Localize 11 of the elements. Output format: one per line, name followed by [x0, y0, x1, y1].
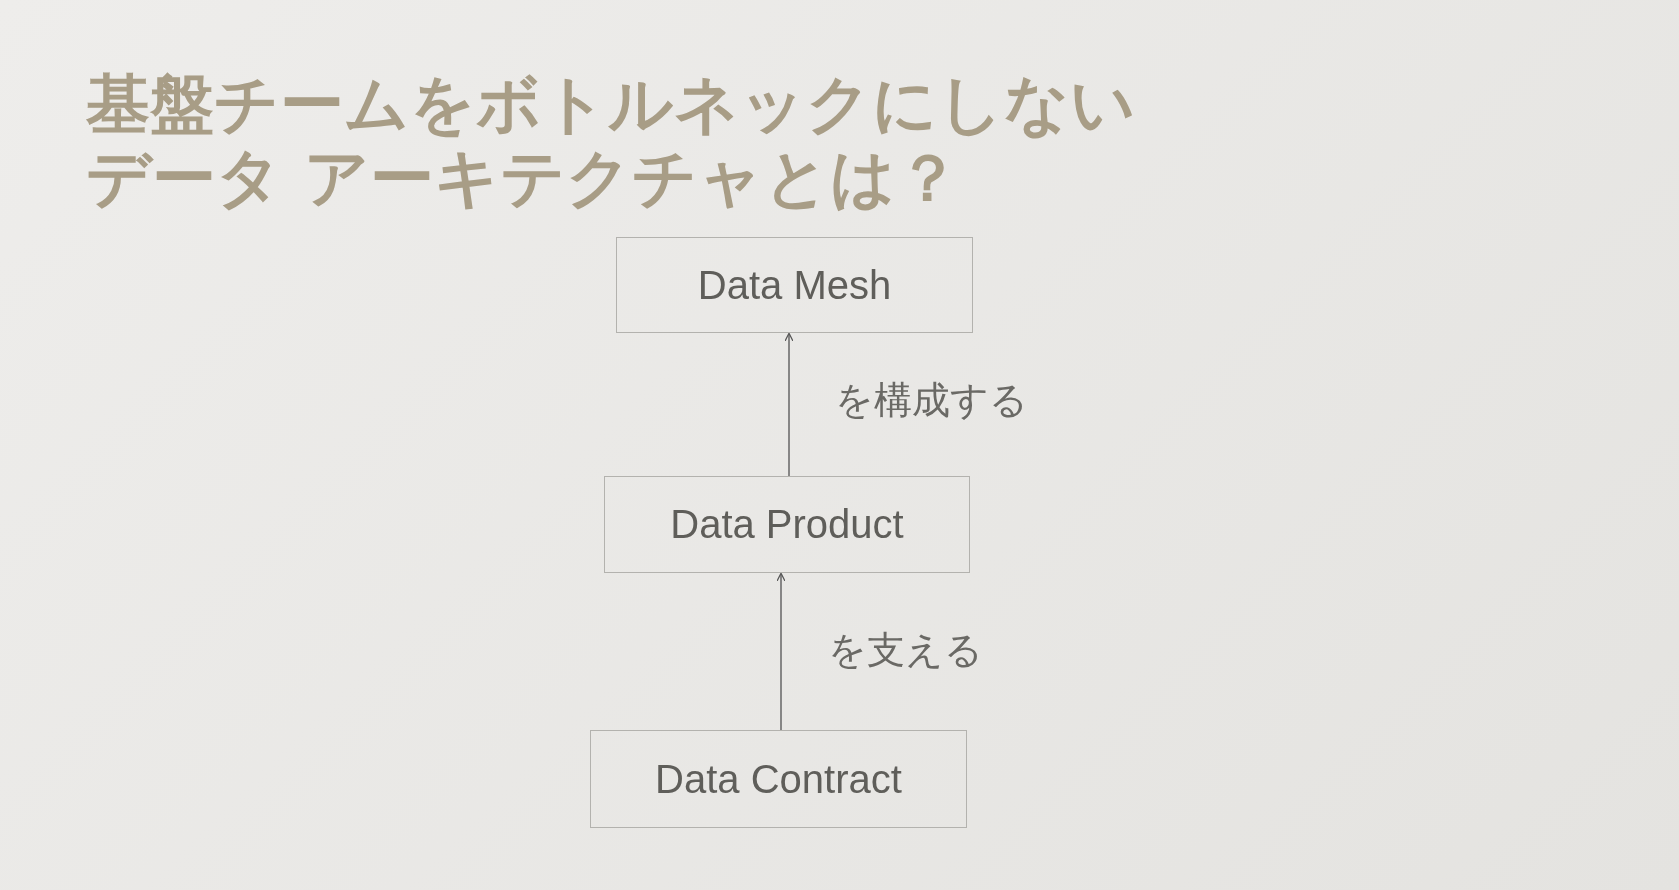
arrow: [776, 572, 786, 731]
box-label: Data Mesh: [697, 262, 892, 308]
edge-label: を支える: [828, 627, 983, 674]
box-label: Data Contract: [655, 756, 902, 802]
slide-title: 基盤チームをボトルネックにしないデータ アーキテクチャとは？: [86, 68, 1137, 216]
concept-box: [604, 476, 970, 573]
concept-box: [616, 237, 973, 333]
edge-label: を構成する: [835, 377, 1028, 424]
arrow: [784, 332, 794, 477]
box-label: Data Product: [670, 502, 904, 547]
concept-box: [590, 730, 967, 828]
